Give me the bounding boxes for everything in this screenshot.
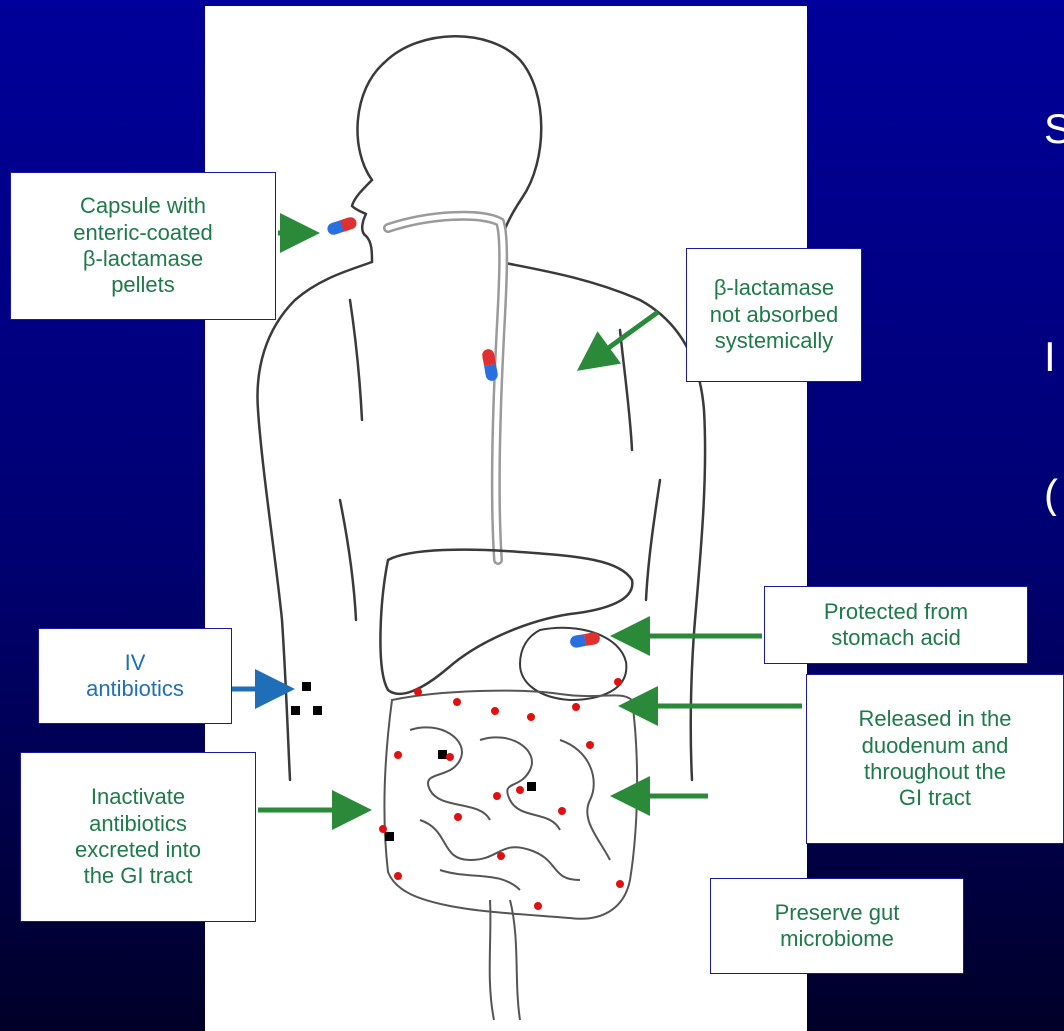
callout-iv: IV antibiotics [38,628,232,724]
callout-protected: Protected from stomach acid [764,586,1028,664]
callout-inactivate: Inactivate antibiotics excreted into the… [20,752,256,922]
callout-not-absorbed: β-lactamase not absorbed systemically [686,248,862,382]
arrow-not-absorbed [585,312,658,365]
callout-iv-text: IV antibiotics [86,650,184,703]
edge-text-1: S [1044,108,1064,150]
callout-released-text: Released in the duodenum and throughout … [859,706,1012,812]
callout-preserve: Preserve gut microbiome [710,878,964,974]
callout-not-absorbed-text: β-lactamase not absorbed systemically [710,275,838,354]
edge-text-3: ( [1044,474,1064,516]
callout-protected-text: Protected from stomach acid [824,599,968,652]
callout-capsule: Capsule with enteric-coated β-lactamase … [10,172,276,320]
callout-capsule-text: Capsule with enteric-coated β-lactamase … [73,193,212,299]
callout-released: Released in the duodenum and throughout … [806,674,1064,844]
edge-text-2: I [1044,336,1064,378]
callout-preserve-text: Preserve gut microbiome [775,900,900,953]
callout-inactivate-text: Inactivate antibiotics excreted into the… [75,784,201,890]
